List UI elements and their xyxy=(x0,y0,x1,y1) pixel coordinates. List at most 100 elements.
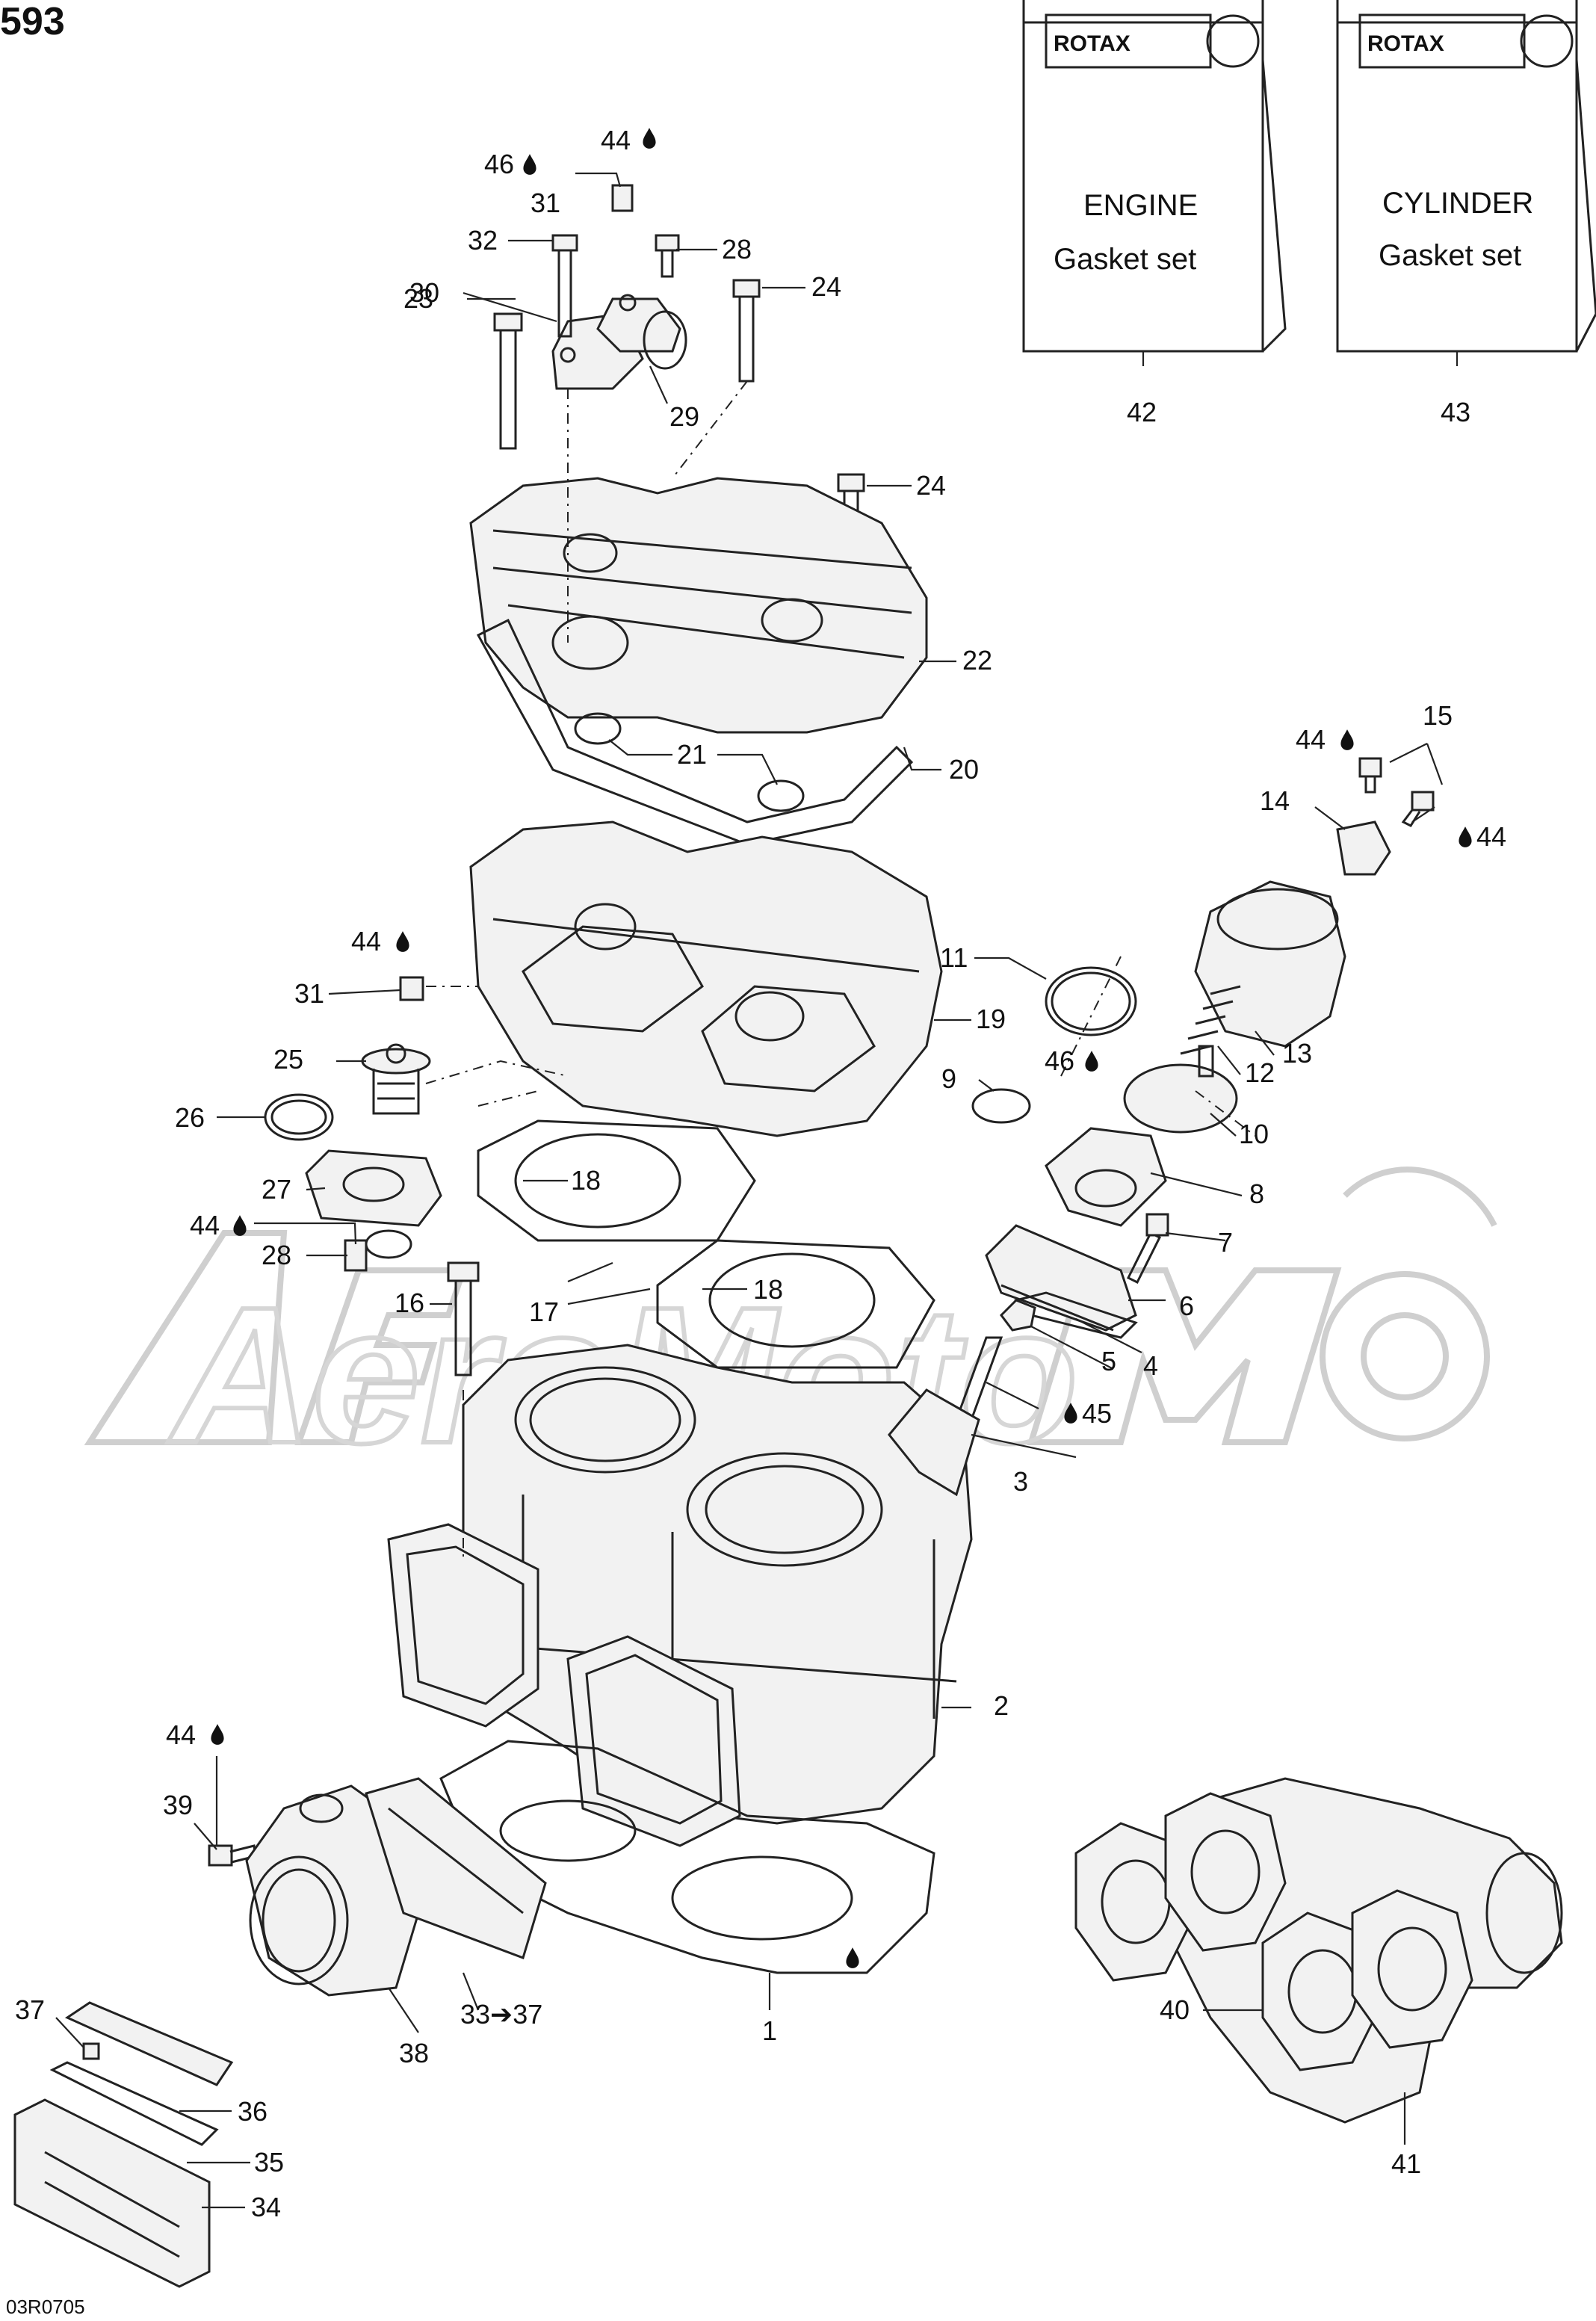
callout-24b: 24 xyxy=(916,470,946,501)
nut-4 xyxy=(1000,1299,1036,1332)
callout-42: 42 xyxy=(1127,397,1157,427)
engine-gasket-set-kit: ROTAX ENGINE Gasket set xyxy=(1022,0,1287,353)
label-45: 45 xyxy=(1082,1398,1112,1429)
cylinder-kit-line2: Gasket set xyxy=(1379,239,1521,272)
reed-stopper-36 xyxy=(64,2001,234,2086)
cylinder-head-cover xyxy=(469,477,928,734)
callout-7: 7 xyxy=(1218,1227,1233,1258)
callout-43: 43 xyxy=(1441,397,1470,427)
valve-cover-13 xyxy=(1194,880,1346,1048)
callout-24a: 24 xyxy=(811,271,841,302)
callout-16: 16 xyxy=(395,1288,424,1318)
screw-7 xyxy=(1126,1213,1169,1285)
callout-35: 35 xyxy=(254,2147,284,2178)
alignment-lines xyxy=(425,380,1256,1562)
label-44f: 44 xyxy=(166,1719,196,1750)
callout-31b: 31 xyxy=(294,978,324,1009)
screw-37 xyxy=(82,2042,100,2060)
reed-block-34 xyxy=(13,2098,211,2288)
cap-14 xyxy=(1336,820,1391,876)
base-gasket-1 xyxy=(439,1740,935,1974)
bolt-28-top xyxy=(655,234,680,278)
callout-18b: 18 xyxy=(753,1274,783,1305)
bolt-24-top xyxy=(732,279,761,383)
plug-31-left xyxy=(399,976,424,1001)
callout-20: 20 xyxy=(949,754,979,785)
callout-9: 9 xyxy=(941,1063,956,1094)
callout-10: 10 xyxy=(1239,1119,1269,1149)
drop-icon xyxy=(211,1724,224,1745)
callout-37: 37 xyxy=(15,1994,45,2025)
engine-kit-brand: ROTAX xyxy=(1054,31,1130,56)
screw-15a xyxy=(1358,757,1382,794)
callout-12: 12 xyxy=(1245,1057,1275,1088)
callout-4: 4 xyxy=(1143,1350,1158,1381)
valve-housing-6 xyxy=(985,1224,1137,1332)
drop-icon xyxy=(1085,1051,1098,1072)
plug-31-top xyxy=(611,184,634,212)
callout-19: 19 xyxy=(976,1004,1006,1034)
callout-25: 25 xyxy=(273,1044,303,1075)
callout-40: 40 xyxy=(1160,1994,1190,2025)
gasket-11 xyxy=(1045,966,1137,1036)
callout-27: 27 xyxy=(262,1174,291,1205)
callout-23: 23 xyxy=(403,283,433,314)
seal-26 xyxy=(264,1093,334,1141)
engine-kit-line2: Gasket set xyxy=(1054,243,1196,276)
callout-11: 11 xyxy=(940,942,968,973)
leader-lines xyxy=(55,172,1459,2209)
callout-30-visible: 30 xyxy=(409,277,439,308)
callout-33: 33➔37 xyxy=(460,1999,542,2030)
label-46a: 46 xyxy=(484,149,514,179)
cover-gasket xyxy=(476,618,914,846)
callout-26: 26 xyxy=(175,1102,205,1133)
callout-32: 32 xyxy=(468,225,498,256)
callout-labels: 1 2 3 4 5 6 7 8 9 10 11 12 13 14 15 16 1… xyxy=(15,125,1506,2222)
label-44e: 44 xyxy=(190,1210,220,1240)
engine-kit-line1: ENGINE xyxy=(1083,189,1198,222)
callout-36: 36 xyxy=(238,2096,267,2127)
callout-14: 14 xyxy=(1260,785,1290,816)
spring-12 xyxy=(1180,985,1241,1055)
drawing-code: 03R0705 xyxy=(6,2296,85,2318)
cylinder-kit-line1: CYLINDER xyxy=(1382,187,1533,220)
bolt-32 xyxy=(551,234,578,338)
callout-18a: 18 xyxy=(571,1165,601,1196)
callout-39: 39 xyxy=(163,1790,193,1820)
label-44c: 44 xyxy=(1476,821,1506,852)
bolt-28-left xyxy=(344,1239,368,1272)
valve-8 xyxy=(1045,1127,1167,1227)
callout-29: 29 xyxy=(669,401,699,432)
callout-28b: 28 xyxy=(262,1240,291,1270)
label-44b: 44 xyxy=(1296,724,1326,755)
bolt-23 xyxy=(493,312,523,450)
drop-icon xyxy=(1340,729,1354,750)
callout-1: 1 xyxy=(762,2015,777,2046)
callout-38: 38 xyxy=(399,2038,429,2068)
callout-8: 8 xyxy=(1249,1178,1264,1209)
exhaust-gaskets-40 xyxy=(1074,1792,1473,2071)
callout-6: 6 xyxy=(1179,1291,1194,1321)
thermostat-25 xyxy=(361,1043,431,1115)
callout-5-visible: 5 xyxy=(1101,1346,1116,1376)
thermostat-housing-27 xyxy=(305,1149,442,1259)
drop-icon xyxy=(643,128,656,149)
label-44d: 44 xyxy=(351,926,381,956)
cylinder-kit-brand: ROTAX xyxy=(1367,31,1444,56)
watermark-logo xyxy=(84,1166,1497,1445)
drop-icon xyxy=(523,154,536,175)
callout-31a: 31 xyxy=(531,188,560,218)
drop-icon xyxy=(846,1947,859,1968)
head-gaskets-18 xyxy=(477,1119,935,1369)
drop-icon xyxy=(396,931,409,952)
cylinder-head xyxy=(469,820,943,1137)
water-outlet-fitting xyxy=(551,294,687,390)
label-46b: 46 xyxy=(1045,1045,1074,1076)
o-rings-21 xyxy=(574,712,805,812)
drop-icon xyxy=(233,1215,247,1236)
callout-3: 3 xyxy=(1013,1466,1028,1497)
callout-41: 41 xyxy=(1391,2148,1421,2179)
callout-15: 15 xyxy=(1423,700,1453,731)
drop-icon xyxy=(1459,826,1472,847)
